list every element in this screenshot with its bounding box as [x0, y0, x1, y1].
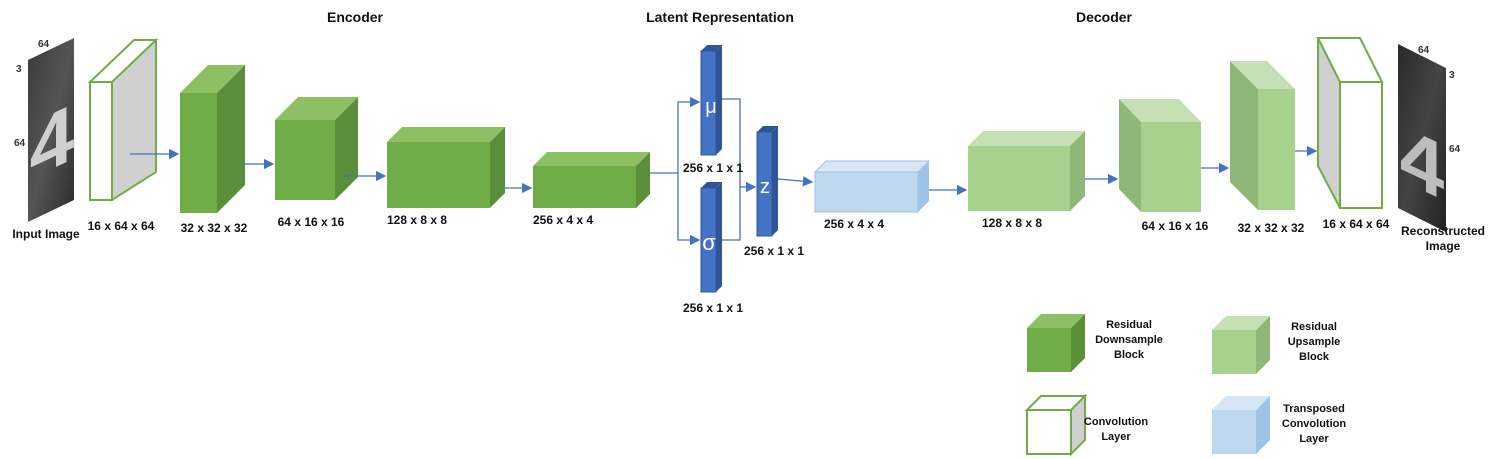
dec-res-block-3 — [1230, 61, 1295, 210]
flow-arrows — [130, 96, 1318, 246]
enc-res2-label: 64 x 16 x 16 — [277, 215, 345, 229]
enc-conv-layer — [87, 38, 159, 202]
latent-heading: Latent Representation — [646, 9, 794, 25]
enc-res4-label: 256 x 4 x 4 — [532, 213, 594, 227]
dec-tconv-label: 256 x 4 x 4 — [823, 217, 885, 231]
output-digit: 4 — [1400, 108, 1445, 218]
dec-tconv-layer — [813, 160, 931, 213]
input-dim-left-top: 3 — [16, 64, 22, 75]
dec-res-block-1 — [968, 131, 1085, 211]
sigma-dim-label: 256 x 1 x 1 — [682, 301, 744, 315]
dec-res3-label: 32 x 32 x 32 — [1237, 221, 1305, 235]
dec-conv-layer — [1316, 37, 1384, 209]
sigma-bar — [700, 182, 722, 293]
dec-res1-label: 128 x 8 x 8 — [981, 216, 1043, 230]
enc-res3-label: 128 x 8 x 8 — [386, 213, 448, 227]
mu-symbol: μ — [705, 96, 717, 118]
decoder-heading: Decoder — [1075, 9, 1133, 25]
sigma-symbol: σ — [702, 230, 716, 255]
input-image-label: Input Image — [12, 227, 80, 241]
encoder-heading: Encoder — [326, 9, 384, 25]
input-image: 4 — [28, 38, 74, 222]
dec-res2-label: 64 x 16 x 16 — [1141, 219, 1209, 233]
output-dim-top: 64 — [1418, 45, 1430, 56]
input-dim-left-mid: 64 — [14, 138, 26, 149]
enc-res-block-2 — [275, 97, 358, 200]
mu-dim-label: 256 x 1 x 1 — [682, 161, 744, 175]
enc-res-block-1 — [180, 65, 245, 213]
enc-conv-label: 16 x 64 x 64 — [87, 219, 155, 233]
output-image-label-1: Reconstructed — [1400, 224, 1486, 238]
enc-res-block-3 — [387, 127, 505, 208]
output-image: 4 — [1398, 44, 1446, 232]
output-image-label-2: Image — [1425, 239, 1461, 253]
z-dim-label: 256 x 1 x 1 — [743, 244, 805, 258]
output-dim-right-top: 3 — [1449, 70, 1455, 81]
legend-conv-swatch — [1024, 393, 1088, 457]
enc-res-block-4 — [533, 152, 650, 208]
legend-tconv-swatch — [1212, 396, 1270, 454]
legend-res-down-swatch — [1027, 314, 1085, 372]
dec-conv-label: 16 x 64 x 64 — [1322, 217, 1390, 231]
output-dim-right-mid: 64 — [1449, 144, 1461, 155]
dec-res-block-2 — [1119, 99, 1201, 212]
z-bar — [756, 126, 778, 237]
enc-res1-label: 32 x 32 x 32 — [180, 221, 248, 235]
z-symbol: z — [760, 176, 770, 198]
mu-bar — [700, 45, 722, 156]
input-digit: 4 — [30, 86, 75, 196]
input-dim-top: 64 — [38, 39, 50, 50]
legend-res-up-swatch — [1212, 316, 1270, 374]
